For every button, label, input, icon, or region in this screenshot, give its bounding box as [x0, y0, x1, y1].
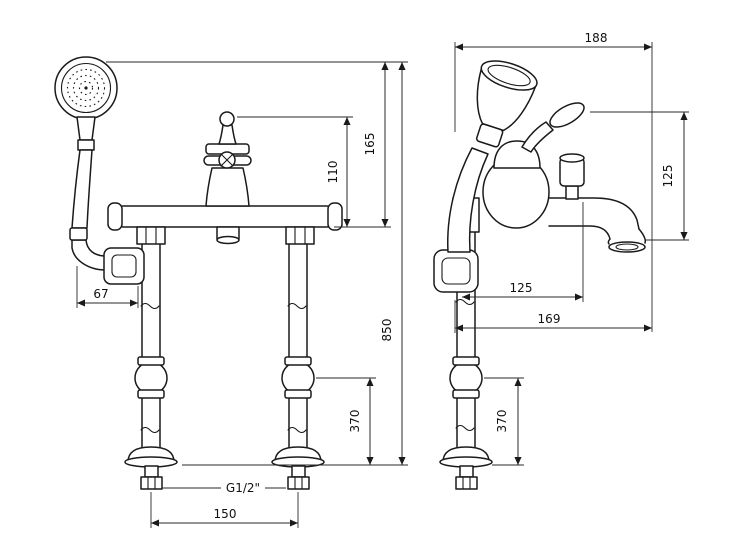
shower-head-side — [475, 60, 538, 148]
shower-elbow — [71, 239, 107, 271]
left-ball-joint — [134, 356, 168, 399]
shower-holder-front — [103, 247, 145, 285]
dim-label-67: 67 — [93, 287, 108, 301]
side-floor-flange — [439, 446, 493, 490]
left-union-nut — [136, 226, 166, 245]
right-floor-flange — [271, 446, 325, 490]
front-view — [54, 56, 343, 490]
dim-label-370-front: 370 — [348, 410, 362, 433]
right-leg-pipe — [287, 226, 308, 453]
diverter-knob — [559, 153, 585, 200]
shower-handle-front — [71, 149, 93, 229]
right-ball-joint — [281, 356, 315, 399]
aerator-outlet — [216, 235, 240, 245]
dim-label-188: 188 — [585, 31, 608, 45]
dim-label-150: 150 — [214, 507, 237, 521]
side-ball-joint — [449, 356, 483, 399]
shower-handle-side — [446, 147, 489, 253]
dim-label-169: 169 — [538, 312, 561, 326]
dim-label-165: 165 — [363, 133, 377, 156]
hand-shower-front — [54, 56, 145, 285]
hand-shower-side — [446, 60, 538, 253]
dim-label-125-horizontal: 125 — [510, 281, 533, 295]
right-union-nut — [285, 226, 315, 245]
dim-label-110: 110 — [326, 161, 340, 184]
dim-label-370-side: 370 — [495, 410, 509, 433]
finial-ball — [219, 111, 235, 127]
mixer-body-front — [203, 111, 252, 245]
lever-blade — [549, 102, 585, 128]
mixer-body-side — [482, 102, 585, 229]
crossbar — [107, 202, 343, 231]
left-floor-flange — [124, 446, 178, 490]
dim-label-125-vertical: 125 — [661, 165, 675, 188]
dimension-annotations: 188 165 110 850 370 67 150 G1/2" 125 125… — [76, 31, 689, 528]
thread-size-label: G1/2" — [226, 481, 260, 495]
side-view — [433, 60, 646, 490]
dim-label-850: 850 — [380, 319, 394, 342]
lever-handle — [521, 121, 554, 153]
spout-side — [548, 197, 646, 253]
